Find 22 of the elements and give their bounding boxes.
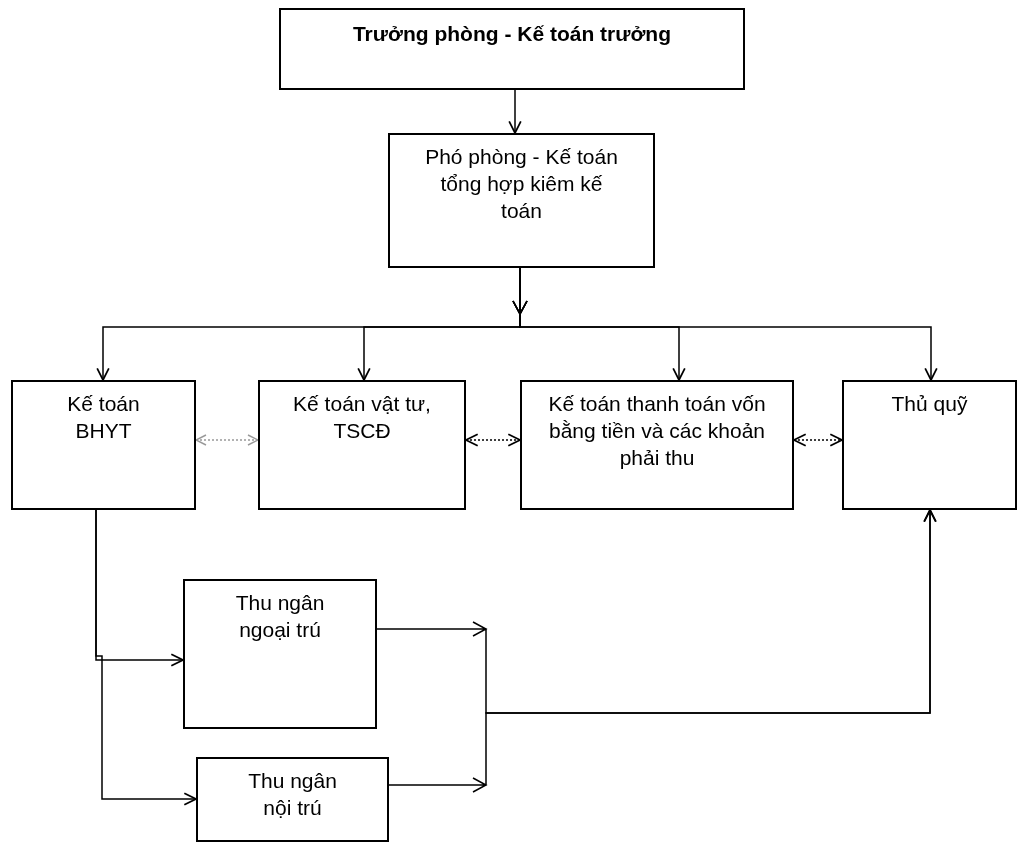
arrow xyxy=(95,509,197,806)
box-label: Kế toán vật tư, TSCĐ xyxy=(292,391,432,444)
dotted-double-arrow xyxy=(195,434,259,446)
box-label: Kế toán BHYT xyxy=(66,391,141,444)
box-label: Phó phòng - Kế toán tổng hợp kiêm kế toán xyxy=(424,144,619,224)
box-label: Thu ngân nội trú xyxy=(247,768,338,821)
box-label: Thu ngân ngoại trú xyxy=(234,590,326,643)
arrow xyxy=(388,509,937,793)
box-label: Kế toán thanh toán vốn bằng tiền và các khoản phải thu xyxy=(547,391,767,471)
process-box xyxy=(520,380,794,510)
box-label: Thủ quỹ xyxy=(890,391,969,417)
process-box xyxy=(279,8,745,90)
process-box xyxy=(258,380,466,510)
process-box xyxy=(196,757,389,842)
process-box xyxy=(842,380,1017,510)
process-box xyxy=(388,133,655,268)
process-box xyxy=(183,579,377,729)
dotted-double-arrow xyxy=(793,433,843,447)
dotted-double-arrow xyxy=(465,433,521,447)
process-box xyxy=(11,380,196,510)
arrow xyxy=(508,89,522,134)
box-label: Trưởng phòng - Kế toán trưởng xyxy=(351,21,673,47)
